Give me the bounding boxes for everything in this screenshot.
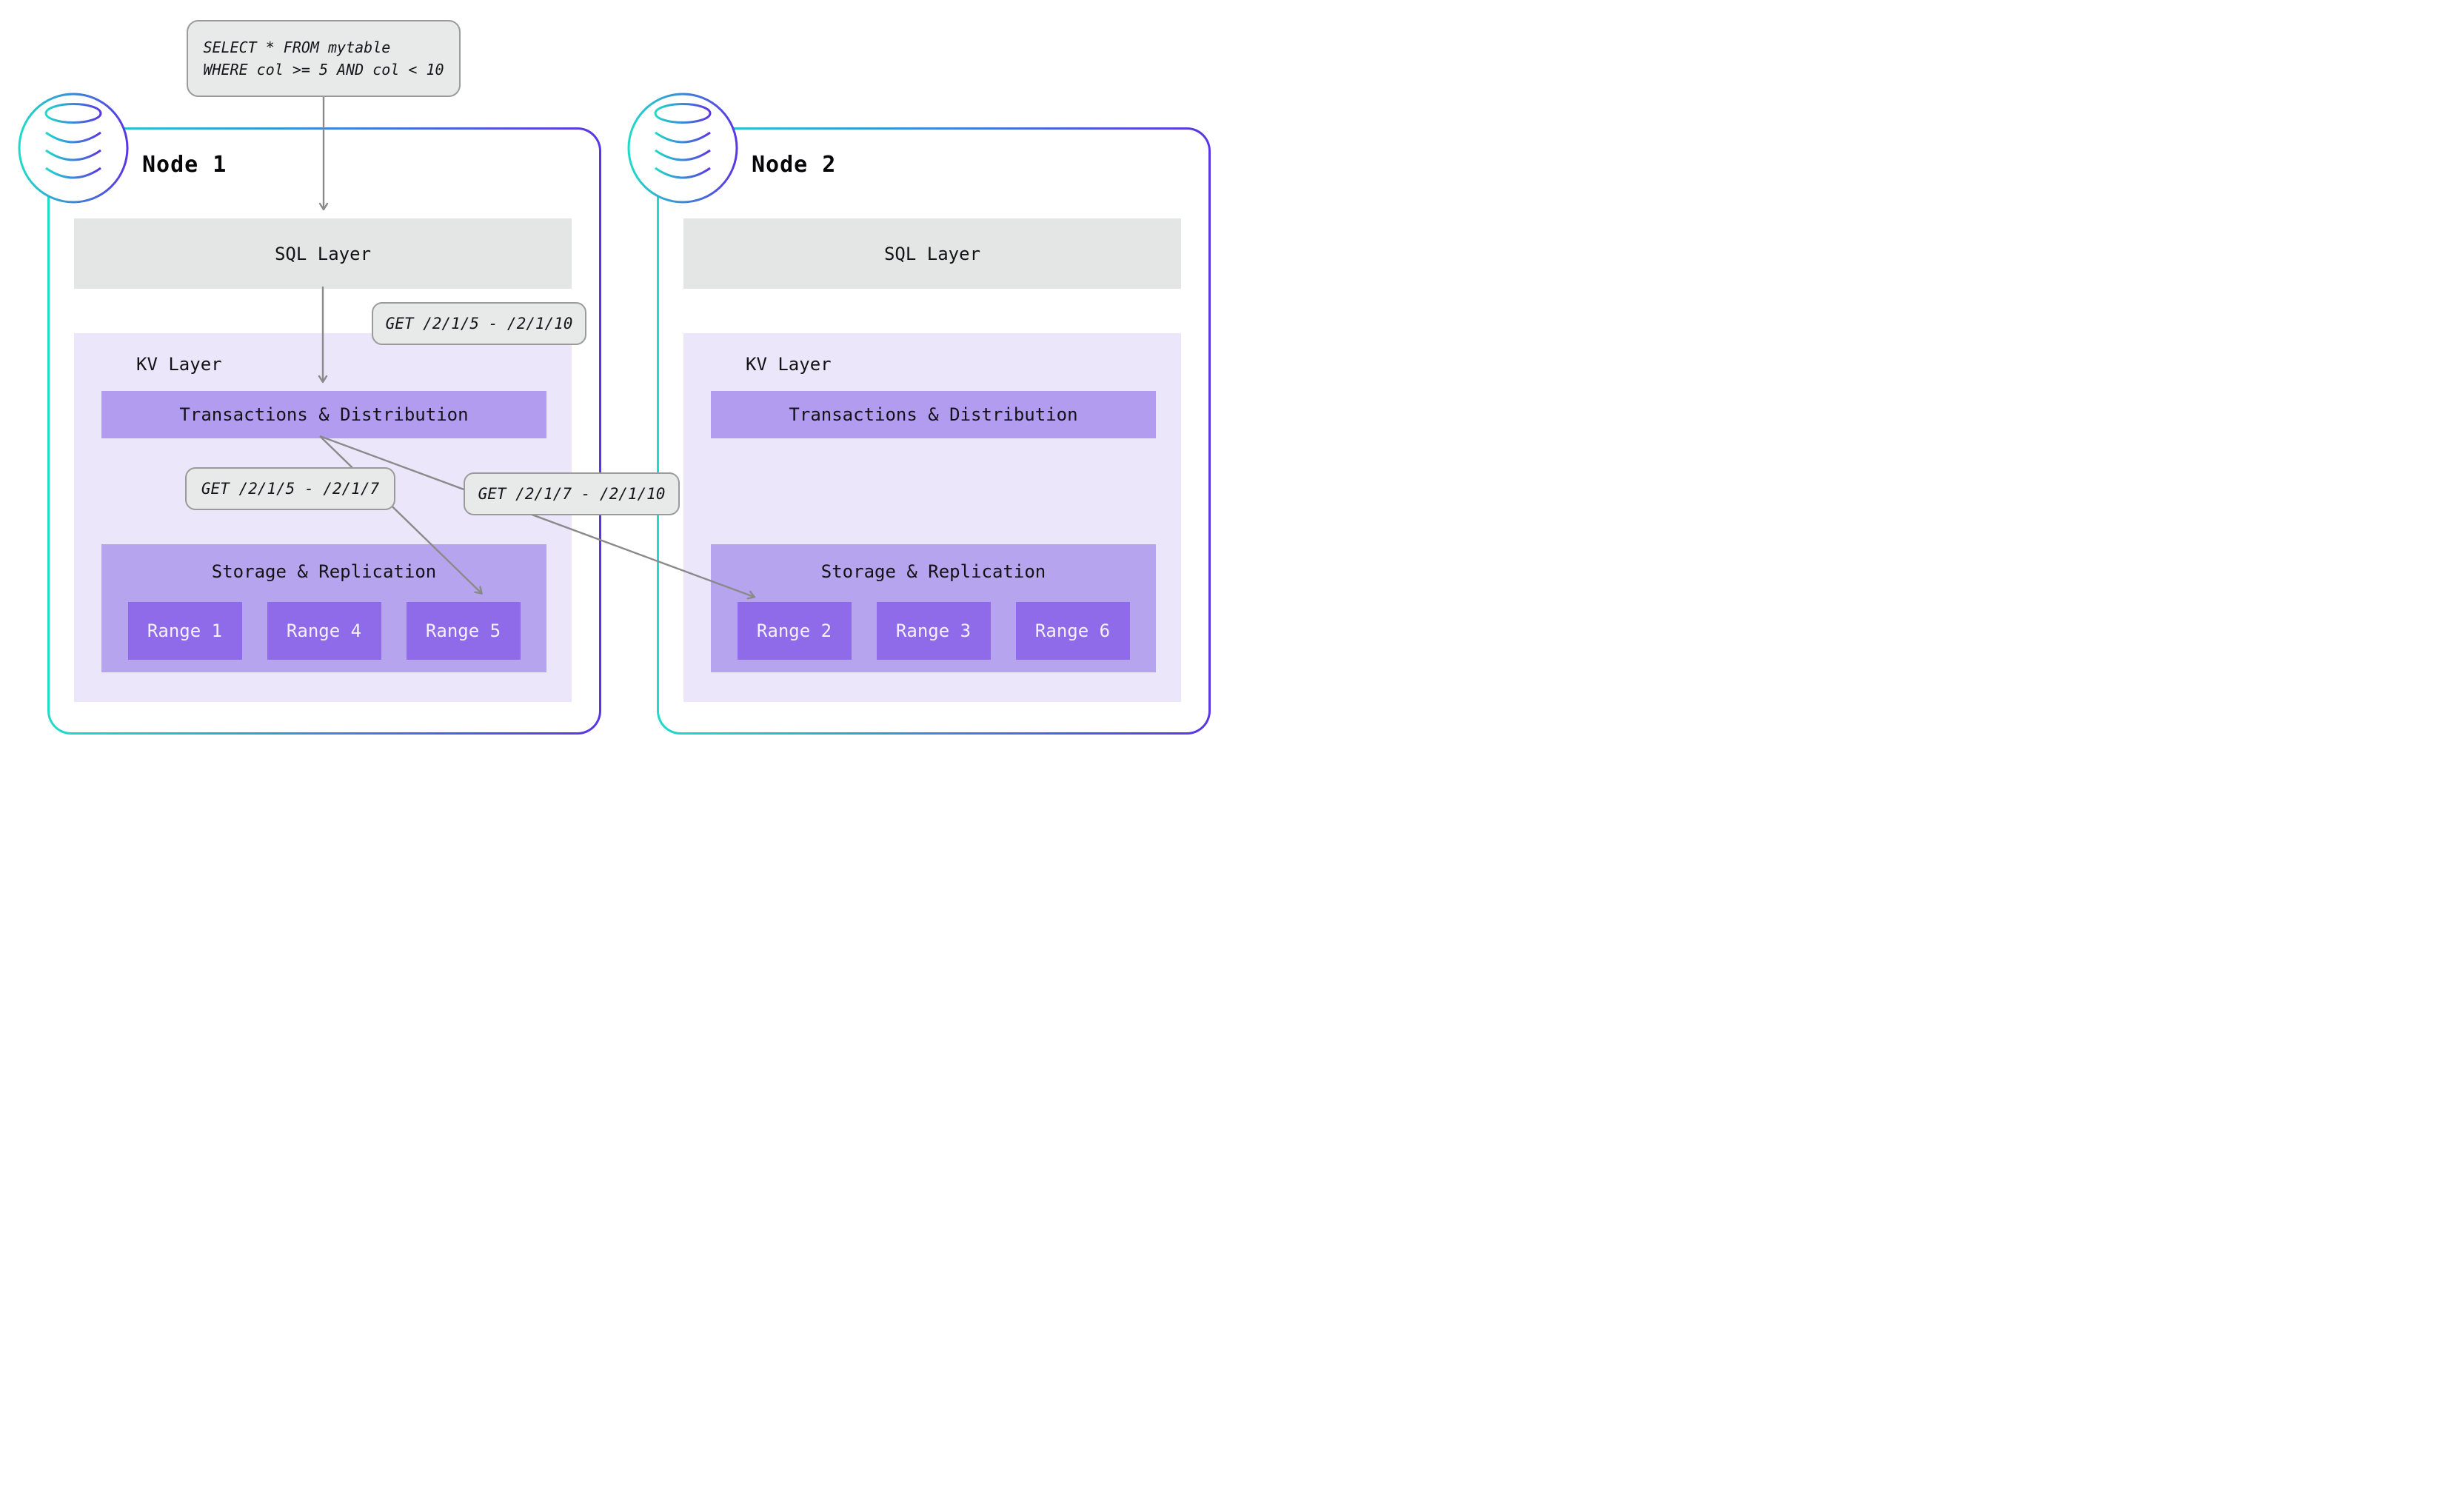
sql-layer: SQL Layer [683,218,1181,289]
database-icon [18,93,129,204]
storage-replication-box: Storage & Replication Range 2 Range 3 Ra… [711,544,1156,672]
storage-replication-label: Storage & Replication [211,561,437,582]
range-box: Range 2 [737,602,852,660]
kv-layer-label: KV Layer [746,354,832,375]
get-request-full-range-bubble: GET /2/1/5 - /2/1/10 [372,302,586,345]
node-title: Node 1 [142,152,227,178]
get-request-left-split-bubble: GET /2/1/5 - /2/1/7 [185,467,395,510]
kv-layer-label: KV Layer [136,354,222,375]
range-box: Range 6 [1015,602,1130,660]
range-box: Range 3 [876,602,991,660]
node-1-container: Node 1 SQL Layer KV Layer Transactions &… [18,93,601,735]
sql-layer: SQL Layer [74,218,572,289]
node-2-container: Node 2 SQL Layer KV Layer Transactions &… [627,93,1211,735]
database-icon [627,93,738,204]
query-line-2: WHERE col >= 5 AND col < 10 [203,61,444,78]
node-title: Node 2 [752,152,837,178]
range-box: Range 1 [127,602,242,660]
transactions-distribution-bar: Transactions & Distribution [101,391,546,438]
storage-replication-label: Storage & Replication [820,561,1046,582]
query-line-1: SELECT * FROM mytable [203,39,391,56]
storage-replication-box: Storage & Replication Range 1 Range 4 Ra… [101,544,546,672]
transactions-distribution-bar: Transactions & Distribution [711,391,1156,438]
range-box: Range 5 [406,602,521,660]
get-request-right-split-bubble: GET /2/1/7 - /2/1/10 [464,472,680,515]
ranges-row: Range 1 Range 4 Range 5 [127,602,521,660]
ranges-row: Range 2 Range 3 Range 6 [737,602,1130,660]
range-box: Range 4 [267,602,381,660]
